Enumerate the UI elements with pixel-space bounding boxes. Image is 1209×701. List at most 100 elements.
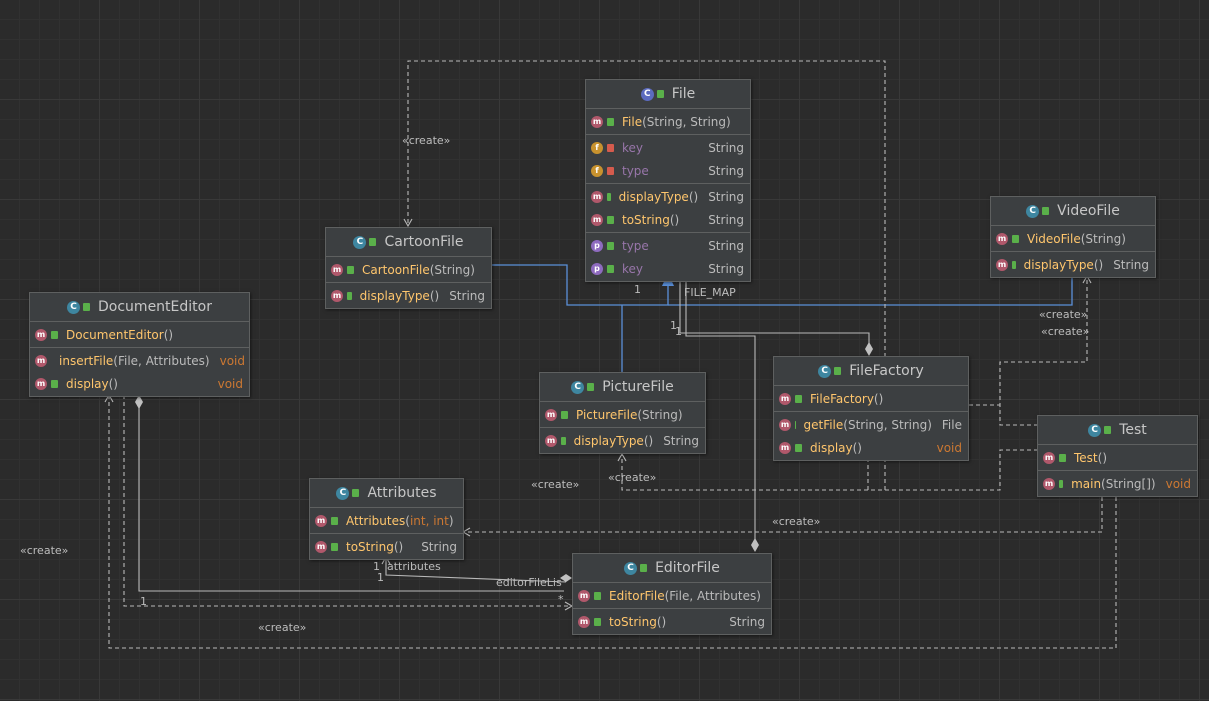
public-icon: [640, 564, 648, 572]
public-icon: [51, 379, 58, 388]
edge-editorfile-file: [685, 276, 756, 540]
label-file-map: FILE_MAP: [684, 286, 736, 299]
class-name: EditorFile: [655, 560, 720, 576]
property-icon: p: [591, 262, 603, 275]
class-icon: C: [571, 380, 585, 394]
private-icon: [607, 166, 614, 175]
class-header: C File: [586, 80, 750, 109]
public-icon: [1012, 234, 1019, 243]
public-icon: [795, 443, 802, 452]
public-icon: [1059, 453, 1066, 462]
method-icon: m: [779, 392, 791, 405]
class-name: CartoonFile: [384, 234, 464, 250]
label-one-attr-b: 1: [377, 571, 384, 584]
public-icon: [587, 383, 595, 391]
class-icon: C: [1088, 423, 1102, 437]
edge-filefactory-file-map: [679, 276, 870, 350]
public-icon: [594, 591, 601, 600]
public-icon: [331, 516, 338, 525]
edge-test-creates-attributes-2: [463, 497, 1103, 533]
label-one-editor: 1: [140, 595, 147, 608]
public-icon: [347, 291, 352, 300]
method-icon: m: [331, 263, 343, 276]
class-name: PictureFile: [602, 379, 674, 395]
class-header: C Attributes: [310, 479, 463, 508]
class-icon: C: [67, 300, 81, 314]
public-icon: [795, 394, 802, 403]
label-create-video-2: «create»: [1041, 325, 1089, 338]
label-create-video-1: «create»: [1039, 308, 1087, 321]
public-icon: [352, 489, 360, 497]
public-icon: [561, 410, 568, 419]
method-icon: m: [591, 213, 603, 226]
class-icon: C: [353, 235, 367, 249]
public-icon: [1012, 260, 1016, 269]
aggregation-diamond-editorfile-list: [560, 574, 572, 582]
abstract-class-icon: C: [640, 87, 654, 101]
method-icon: m: [996, 258, 1008, 271]
label-editor-file-list: editorFileLis: [496, 576, 562, 589]
label-one-attr-a: 1: [373, 560, 380, 573]
public-icon: [1059, 479, 1064, 488]
field-icon: f: [591, 164, 603, 177]
aggregation-diamond-documenteditor: [135, 395, 143, 409]
aggregation-diamond-editorfile: [751, 538, 759, 552]
label-create-attributes: «create»: [772, 515, 820, 528]
class-name: FileFactory: [849, 363, 924, 379]
static-method-icon: m: [779, 441, 791, 454]
public-icon: [656, 90, 664, 98]
field-icon: f: [591, 141, 603, 154]
class-name: Attributes: [367, 485, 437, 501]
public-icon: [347, 265, 354, 274]
label-star-editorfile: *: [558, 593, 564, 606]
label-attributes: attributes: [387, 560, 441, 573]
label-create-picture-1: «create»: [531, 478, 579, 491]
method-icon: m: [1043, 451, 1055, 464]
property-icon: p: [591, 239, 603, 252]
public-icon: [594, 617, 601, 626]
method-icon: m: [578, 589, 590, 602]
private-icon: [607, 143, 614, 152]
method-icon: m: [591, 115, 603, 128]
class-header: C VideoFile: [991, 197, 1155, 226]
label-create-documenteditor: «create»: [20, 544, 68, 557]
method-icon: m: [35, 328, 47, 341]
edge-test-creates-attributes: [868, 449, 1038, 491]
public-icon: [834, 367, 842, 375]
class-header: C DocumentEditor: [30, 293, 249, 322]
